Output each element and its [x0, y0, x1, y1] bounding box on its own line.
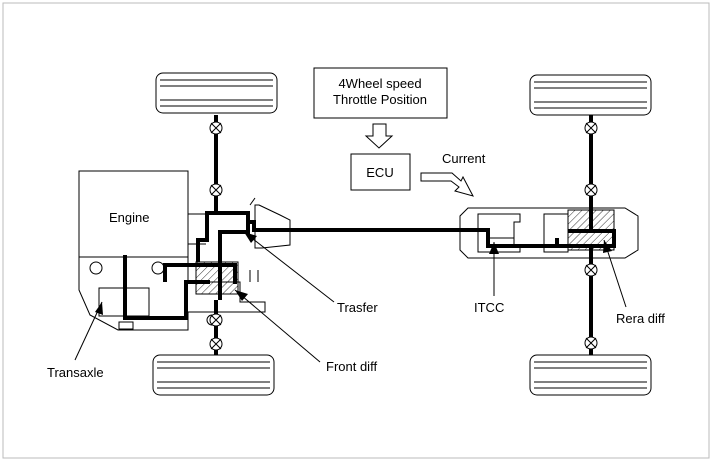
ecu-box: ECU — [350, 153, 411, 191]
transfer-housing — [254, 204, 291, 249]
trasfer-callout: Trasfer — [243, 231, 378, 315]
front-right-wheel — [152, 354, 275, 396]
itcc-callout: ITCC — [474, 242, 504, 315]
rear-axle-joints — [584, 121, 598, 350]
joint-icon — [584, 263, 598, 277]
transaxle-callout: Transaxle — [47, 301, 104, 380]
joint-icon — [584, 121, 598, 135]
down-arrow-icon — [364, 123, 394, 149]
current-arrow-icon — [420, 172, 474, 197]
front-diff-callout: Front diff — [234, 289, 377, 374]
itcc-label: ITCC — [474, 300, 504, 315]
joint-icon — [209, 337, 223, 351]
transaxle-label: Transaxle — [47, 365, 104, 380]
rear-left-wheel — [529, 74, 652, 116]
rear-diff-callout: Rera diff — [603, 239, 665, 326]
trasfer-label: Trasfer — [337, 300, 378, 315]
front-diff-gear — [195, 261, 239, 295]
power-flow-path — [123, 115, 616, 355]
joint-icon — [584, 336, 598, 350]
front-diff-label: Front diff — [326, 359, 377, 374]
engine-label: Engine — [109, 210, 149, 225]
ecu-label: ECU — [366, 165, 393, 180]
joint-icon — [209, 183, 223, 197]
front-axle-joints — [209, 121, 223, 351]
joint-icon — [209, 313, 223, 327]
sensor-label-line1: 4Wheel speed — [338, 76, 421, 91]
current-label: Current — [442, 151, 486, 166]
joint-icon — [584, 183, 598, 197]
joint-icon — [209, 121, 223, 135]
rear-diff-label: Rera diff — [616, 311, 665, 326]
front-left-wheel — [155, 72, 278, 114]
sensor-input-box: 4Wheel speed Throttle Position — [313, 67, 448, 119]
rear-right-wheel — [529, 354, 652, 396]
engine-block: Engine — [78, 170, 189, 258]
sensor-label-line2: Throttle Position — [333, 92, 427, 107]
